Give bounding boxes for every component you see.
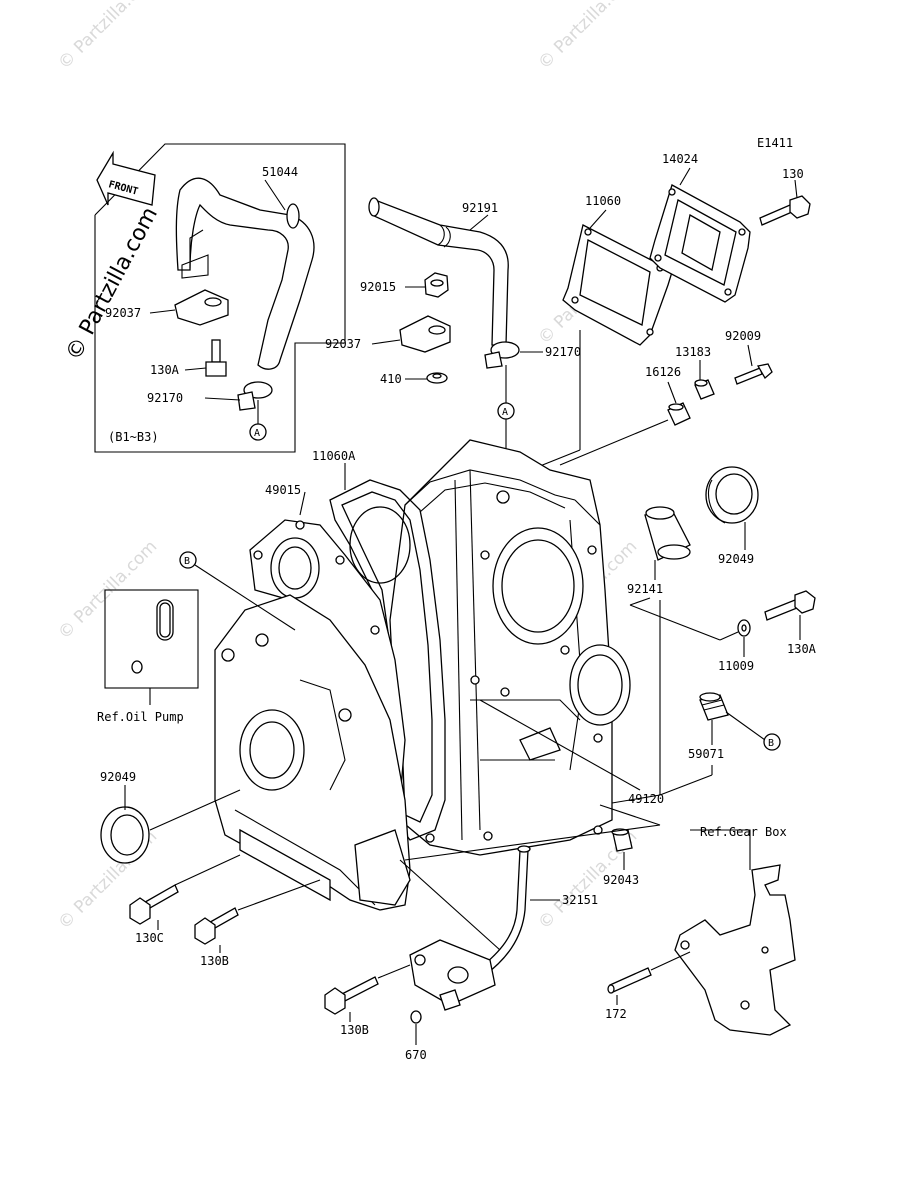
label-130C: 130C	[135, 931, 164, 945]
label-92049-left: 92049	[100, 770, 136, 784]
pin-13183	[694, 379, 715, 400]
label-92141: 92141	[627, 582, 663, 596]
washer-11009	[737, 619, 751, 637]
callout-B-right-label: B	[768, 738, 774, 749]
nut-92015	[424, 272, 449, 298]
callout-B-left-label: B	[184, 556, 190, 567]
label-59071: 59071	[688, 747, 724, 761]
screw-92009	[734, 363, 773, 385]
label-92049-right: 92049	[718, 552, 754, 566]
label-92170-inset: 92170	[147, 391, 183, 405]
inset-box: FRONT A 51044 92037	[94, 143, 346, 453]
label-92037: 92037	[325, 337, 361, 351]
label-49120: 49120	[628, 792, 664, 806]
bolt-130B-lower	[324, 976, 379, 1015]
label-92015: 92015	[360, 280, 396, 294]
watermark-text: © Partzilla.com	[54, 0, 161, 74]
front-arrow-icon: FRONT	[96, 150, 156, 206]
label-670: 670	[405, 1048, 427, 1062]
gasket-11060A	[329, 479, 446, 841]
label-92043: 92043	[603, 873, 639, 887]
clip-92037	[399, 315, 451, 353]
callout-B-left	[179, 551, 197, 569]
label-11060: 11060	[585, 194, 621, 208]
cover-14024	[649, 184, 751, 303]
label-49015: 49015	[265, 483, 301, 497]
callout-A-inset	[249, 423, 267, 441]
oil-seal-92049-right	[705, 466, 759, 524]
diagram-code: E1411	[757, 136, 793, 150]
ref-oil-pump-label: Ref.Oil Pump	[97, 710, 184, 724]
label-92037-inset: 92037	[105, 306, 141, 320]
label-14024: 14024	[662, 152, 698, 166]
label-11060A: 11060A	[312, 449, 356, 463]
hose-51044	[175, 177, 315, 370]
stud-172	[607, 967, 652, 994]
bolt-130A	[764, 590, 816, 621]
label-13183: 13183	[675, 345, 711, 359]
dowel-16126	[667, 402, 691, 426]
label-32151: 32151	[562, 893, 598, 907]
label-92009: 92009	[725, 329, 761, 343]
label-410: 410	[380, 372, 402, 386]
oil-seal-92049-left	[100, 806, 150, 864]
inset-variant-label: (B1~B3)	[108, 430, 159, 444]
label-130B-lower: 130B	[340, 1023, 369, 1037]
label-130B-upper: 130B	[200, 954, 229, 968]
bolt-130	[759, 195, 811, 226]
watermark-main: © Partzilla.com	[61, 203, 163, 365]
clamp-92170	[484, 341, 520, 369]
label-51044: 51044	[262, 165, 298, 179]
o-ring-670	[410, 1010, 422, 1024]
ref-oil-pump-box	[104, 589, 199, 705]
bolt-130C	[129, 884, 179, 925]
label-130A: 130A	[787, 642, 817, 656]
label-16126: 16126	[645, 365, 681, 379]
bolt-130B-upper	[194, 907, 239, 945]
ref-gear-box-label: Ref.Gear Box	[700, 825, 787, 839]
pipe-32151	[409, 845, 531, 1011]
hose-92191	[368, 197, 509, 346]
callout-A-label: A	[502, 407, 508, 418]
label-172: 172	[605, 1007, 627, 1021]
plug-59071	[699, 692, 729, 721]
clamp-92170-inset	[237, 381, 273, 411]
label-92170: 92170	[545, 345, 581, 359]
washer-410	[426, 372, 448, 384]
clip-92037-inset	[174, 289, 229, 326]
callout-B-right	[763, 733, 781, 751]
crankcase-49120	[389, 439, 631, 856]
callout-A-inset-label: A	[254, 428, 260, 439]
label-11009: 11009	[718, 659, 754, 673]
label-92191: 92191	[462, 201, 498, 215]
label-130A-inset: 130A	[150, 363, 180, 377]
label-130: 130	[782, 167, 804, 181]
watermark-text: © Partzilla.com	[534, 0, 641, 74]
gear-box-bracket	[674, 864, 796, 1036]
bushing-92141	[644, 506, 691, 561]
front-cover	[214, 594, 411, 911]
bolt-130A-inset	[205, 339, 227, 377]
